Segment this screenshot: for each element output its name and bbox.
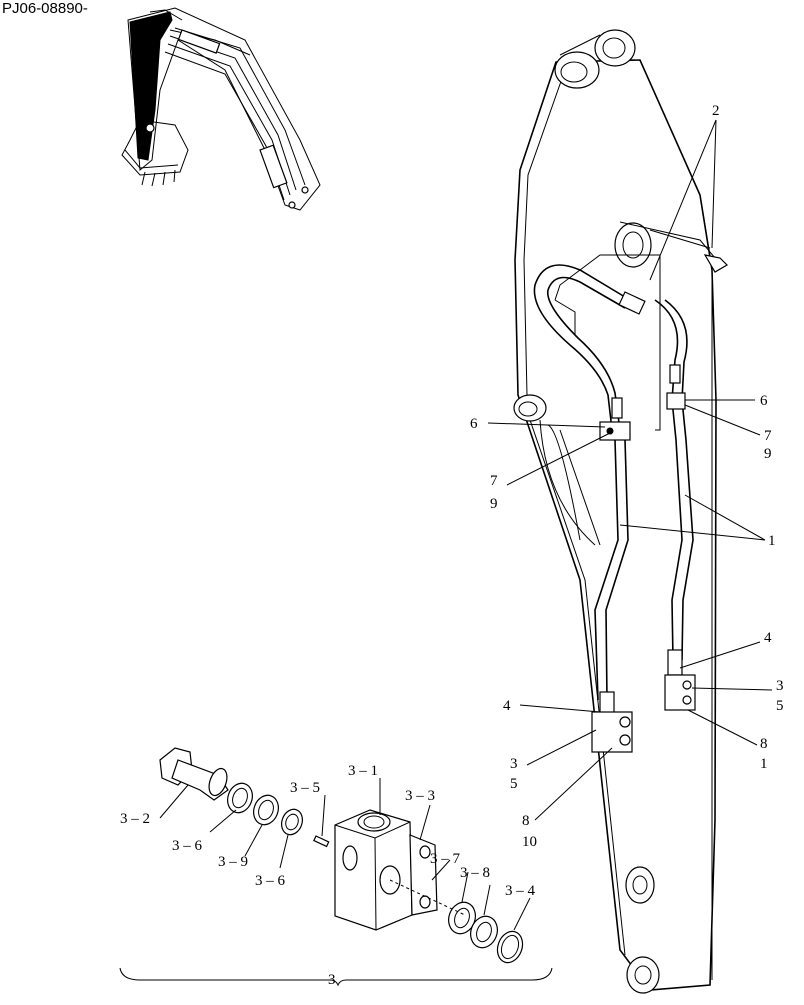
callout-8-left: 8 [522, 813, 530, 829]
callout-7-left: 7 [490, 473, 498, 489]
document-id: PJ06-08890- [2, 0, 88, 17]
callout-8-right: 8 [760, 736, 768, 752]
valve-block-assembly [119, 747, 553, 987]
callout-2: 2 [712, 103, 720, 119]
callout-3-3: 3 – 3 [405, 788, 435, 804]
callout-3-5: 3 – 5 [290, 780, 320, 796]
callout-labels: 2 6 7 9 6 7 9 1 4 3 5 8 10 4 3 5 8 1 3 –… [120, 103, 784, 988]
leader-lines [487, 119, 773, 821]
callout-3-4: 3 – 4 [505, 883, 536, 899]
callout-3-1: 3 – 1 [348, 763, 378, 779]
callout-4-right: 4 [764, 630, 772, 646]
callout-3-group: 3 [328, 972, 336, 988]
callout-1-right: 1 [760, 756, 768, 772]
arm-overview-thumbnail [121, 7, 321, 211]
callout-3-6a: 3 – 6 [172, 838, 203, 854]
arm-body [513, 29, 728, 994]
callout-9-left: 9 [490, 496, 498, 512]
callout-3-8: 3 – 8 [460, 865, 490, 881]
callout-6-right: 6 [760, 393, 768, 409]
callout-3-left: 3 [510, 756, 518, 772]
callout-6-left: 6 [470, 416, 478, 432]
callout-10-left: 10 [522, 834, 537, 850]
callout-5-left: 5 [510, 776, 518, 792]
callout-4-left: 4 [503, 698, 511, 714]
callout-1: 1 [768, 533, 776, 549]
hydraulic-pipes [533, 264, 696, 753]
callout-3-7: 3 – 7 [430, 851, 461, 867]
callout-3-6b: 3 – 6 [255, 873, 286, 889]
callout-7-right: 7 [764, 428, 772, 444]
callout-3-right: 3 [776, 678, 784, 694]
callout-9-right: 9 [764, 446, 772, 462]
callout-3-9: 3 – 9 [218, 854, 248, 870]
callout-5-right: 5 [776, 698, 784, 714]
callout-3-2: 3 – 2 [120, 811, 150, 827]
assembly-leader-lines [159, 778, 531, 931]
